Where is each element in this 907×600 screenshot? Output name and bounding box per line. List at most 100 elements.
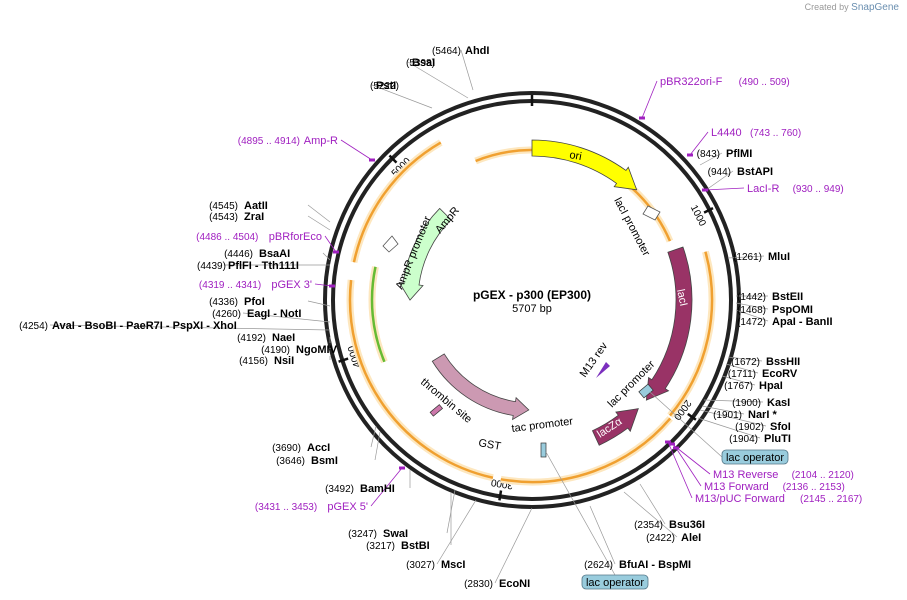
m13-rev-label: M13 rev xyxy=(578,340,611,380)
primer-leader xyxy=(324,235,337,253)
primer-marker xyxy=(399,466,405,470)
primer-site: Amp-R (4895 .. 4914) xyxy=(238,135,338,147)
primer-name: L4440 xyxy=(711,127,742,139)
primer-leader xyxy=(675,447,702,487)
enzyme-position: (3690) xyxy=(272,443,301,454)
enzyme-name: EagI - NotI xyxy=(247,308,301,320)
lacza-arrow xyxy=(591,408,639,446)
enzyme-site: (4260) EagI - NotI xyxy=(212,308,301,320)
primer-range: (3431 .. 3453) xyxy=(255,502,317,513)
primer-marker xyxy=(639,116,645,120)
gst-arrow xyxy=(431,353,530,421)
enzyme-position: (1902) xyxy=(735,422,764,433)
tick-label: 1000 xyxy=(688,203,708,228)
primer-name: Amp-R xyxy=(304,135,338,147)
orf-arc xyxy=(475,148,672,242)
enzyme-site: (4192)NaeI xyxy=(237,332,295,344)
enzyme-position: (3646) xyxy=(276,456,305,467)
enzyme-site: (1904) PluTI xyxy=(729,433,791,445)
enzyme-name: EcoRV xyxy=(762,368,798,380)
leader-line xyxy=(407,61,469,99)
enzyme-position: (1468) xyxy=(737,305,766,316)
enzyme-name: BsaI xyxy=(412,57,435,69)
primer-marker xyxy=(369,158,375,162)
leader-line xyxy=(446,489,456,534)
enzyme-position: (1261) xyxy=(733,252,762,263)
enzyme-position: (3492) xyxy=(325,484,354,495)
gst-label: GST xyxy=(477,437,502,453)
enzyme-position: (1672) xyxy=(731,357,760,368)
enzyme-site: (1900)KasI xyxy=(732,397,790,409)
leader-line xyxy=(589,505,616,565)
enzyme-site: (2354) Bsu36I xyxy=(634,519,705,531)
primer-marker xyxy=(329,284,335,288)
enzyme-name: AvaI - BsoBI - PaeR7I - PspXI - XhoI xyxy=(52,320,237,332)
enzyme-name: PluTI xyxy=(764,433,791,445)
leader-line xyxy=(49,324,331,331)
enzyme-position: (3027) xyxy=(406,560,435,571)
tac-operator-marker xyxy=(540,442,547,458)
leader-line xyxy=(436,499,477,565)
primer-site: L4440 (743 .. 760) xyxy=(711,127,801,139)
primer-name: M13 Reverse xyxy=(713,469,778,481)
primer-site: pGEX 5' (3431 .. 3453) xyxy=(255,501,368,513)
enzyme-name: BsmI xyxy=(311,455,338,467)
primer-name: M13/pUC Forward xyxy=(695,493,785,505)
leader-line xyxy=(639,483,666,525)
enzyme-name: BstBI xyxy=(401,540,430,552)
enzyme-site: (4545)AatII xyxy=(209,200,268,212)
tick-mark xyxy=(703,206,714,214)
enzyme-name: Bsu36I xyxy=(669,519,705,531)
leader-line xyxy=(703,399,764,403)
enzyme-position: (1767) xyxy=(724,381,753,392)
orf-arc xyxy=(352,141,442,263)
primer-marker xyxy=(702,188,708,192)
enzyme-position: (1711) xyxy=(728,369,756,380)
laci-label: lacI xyxy=(674,288,689,307)
features xyxy=(382,139,693,458)
enzyme-site: (3690) AccI xyxy=(272,442,330,454)
leader-line xyxy=(322,252,331,261)
snapgene-logo: SnapGene xyxy=(851,2,899,13)
enzyme-position: (2354) xyxy=(634,520,663,531)
m13-rev-arrow xyxy=(596,362,610,378)
enzyme-site: (3646) BsmI xyxy=(276,455,338,467)
snapgene-branding: Created by SnapGene xyxy=(805,2,899,13)
leader-lines xyxy=(49,49,769,584)
plasmid-name: pGEX - p300 (EP300) xyxy=(473,288,591,302)
primer-site: pBRforEco (4486 .. 4504) xyxy=(196,231,322,243)
enzyme-position: (1442) xyxy=(737,292,766,303)
ori-label: ori xyxy=(568,149,582,163)
enzyme-position: (1904) xyxy=(729,434,758,445)
enzyme-site: (3027)MscI xyxy=(406,559,465,571)
primer-range: (2145 .. 2167) xyxy=(800,494,862,505)
tac-promoter-label: tac promoter xyxy=(511,416,574,435)
enzyme-position: (5222) xyxy=(370,81,399,92)
enzyme-site: (1711) EcoRV xyxy=(728,368,798,380)
enzyme-position: (2624) xyxy=(584,560,613,571)
enzyme-name: PflFI - Tth111I xyxy=(228,260,299,272)
primer-range: (490 .. 509) xyxy=(739,77,790,88)
leader-line xyxy=(242,312,331,323)
enzyme-position: (4260) xyxy=(212,309,241,320)
enzyme-name: AccI xyxy=(307,442,330,454)
enzyme-name: HpaI xyxy=(759,380,783,392)
orf-arc xyxy=(348,279,494,479)
enzyme-name: NsiI xyxy=(274,355,294,367)
enzyme-name: SfoI xyxy=(770,421,791,433)
orf-arc xyxy=(370,266,386,363)
enzyme-position: (4543) xyxy=(209,212,238,223)
thrombin-marker xyxy=(429,404,444,417)
enzyme-site: (4254)AvaI - BsoBI - PaeR7I - PspXI - Xh… xyxy=(19,320,237,332)
enzyme-site: (4439)PflFI - Tth111I xyxy=(197,260,299,272)
tick-mark xyxy=(388,154,398,164)
leader-line xyxy=(725,363,759,374)
primer-leader xyxy=(667,441,693,499)
enzyme-position: (2422) xyxy=(646,533,675,544)
primer-site: M13 Forward (2136 .. 2153) xyxy=(704,481,845,493)
enzyme-position: (4439) xyxy=(197,261,226,272)
enzyme-position: (1472) xyxy=(737,317,766,328)
enzyme-site: (4190)NgoMIV xyxy=(261,344,338,356)
